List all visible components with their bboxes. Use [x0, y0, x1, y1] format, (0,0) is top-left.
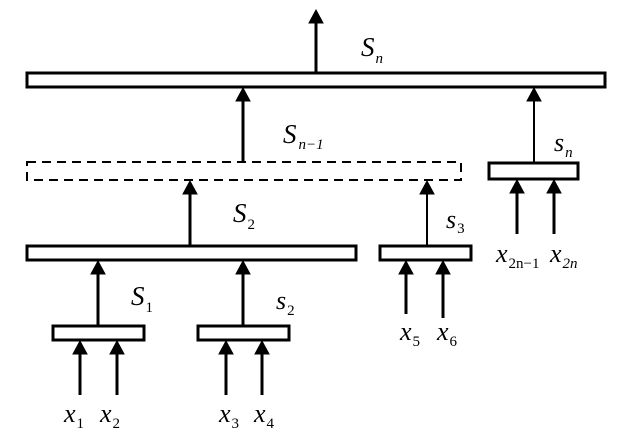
arrow-sn-to-top: [526, 86, 542, 163]
node-mid-dashed-box: [26, 161, 462, 181]
arrow-s3-to-mid: [419, 179, 435, 246]
output-arrow-head: [308, 8, 324, 24]
label-Sn-top: Sn: [361, 32, 383, 67]
input-label-x1: x1: [63, 399, 84, 432]
label-S2: S2: [233, 198, 255, 233]
node-sn-box: [487, 161, 580, 181]
arrow-x3-to-s2-head: [218, 339, 234, 355]
arrow-S2-to-mid-head: [182, 179, 198, 195]
input-label-x2: x2: [99, 399, 120, 432]
output-arrow: [308, 8, 324, 72]
arrow-x2-to-S1: [109, 339, 125, 395]
arrow-mid-to-top-head: [235, 86, 251, 102]
input-label-x2n-1: x2n−1: [495, 239, 540, 272]
input-label-x3: x3: [218, 399, 239, 432]
arrow-s2-to-S2: [235, 259, 251, 326]
label-sn: sn: [554, 128, 573, 161]
arrow-x3-to-s2: [218, 339, 234, 395]
input-label-x2n: x2n: [549, 239, 578, 272]
arrow-s2-to-S2-head: [235, 259, 251, 275]
label-s3: s3: [446, 205, 465, 237]
arrow-S2-to-mid: [182, 179, 198, 246]
node-S2-box: [25, 244, 358, 262]
node-s3-box: [378, 244, 473, 262]
arrow-x2n-1-to-sn-head: [509, 178, 525, 194]
arrow-x4-to-s2-head: [254, 339, 270, 355]
arrow-sn-to-top-head: [526, 86, 542, 102]
input-label-x4: x4: [253, 399, 275, 432]
arrow-x2n-to-sn: [546, 178, 562, 234]
arrow-x1-to-S1-head: [72, 339, 88, 355]
arrow-x5-to-s3: [398, 259, 414, 314]
node-S1-box: [51, 324, 146, 342]
arrow-mid-to-top: [235, 86, 251, 162]
arrow-s3-to-mid-head: [419, 179, 435, 195]
input-label-x6: x6: [436, 317, 458, 350]
arrow-S1-to-S2: [90, 259, 106, 326]
input-label-x5: x5: [399, 317, 420, 350]
arrow-x6-to-s3: [435, 259, 451, 318]
arrow-x6-to-s3-head: [435, 259, 451, 275]
node-s2-box: [196, 324, 291, 342]
arrow-x2n-1-to-sn: [509, 178, 525, 234]
arrow-x2-to-S1-head: [109, 339, 125, 355]
label-S1: S1: [131, 281, 153, 316]
arrow-x5-to-s3-head: [398, 259, 414, 275]
node-top-box: [25, 71, 607, 89]
arrow-x2n-to-sn-head: [546, 178, 562, 194]
arrow-x4-to-s2: [254, 339, 270, 395]
arrow-x1-to-S1: [72, 339, 88, 395]
label-s2: s2: [276, 286, 295, 319]
arrow-S1-to-S2-head: [90, 259, 106, 275]
